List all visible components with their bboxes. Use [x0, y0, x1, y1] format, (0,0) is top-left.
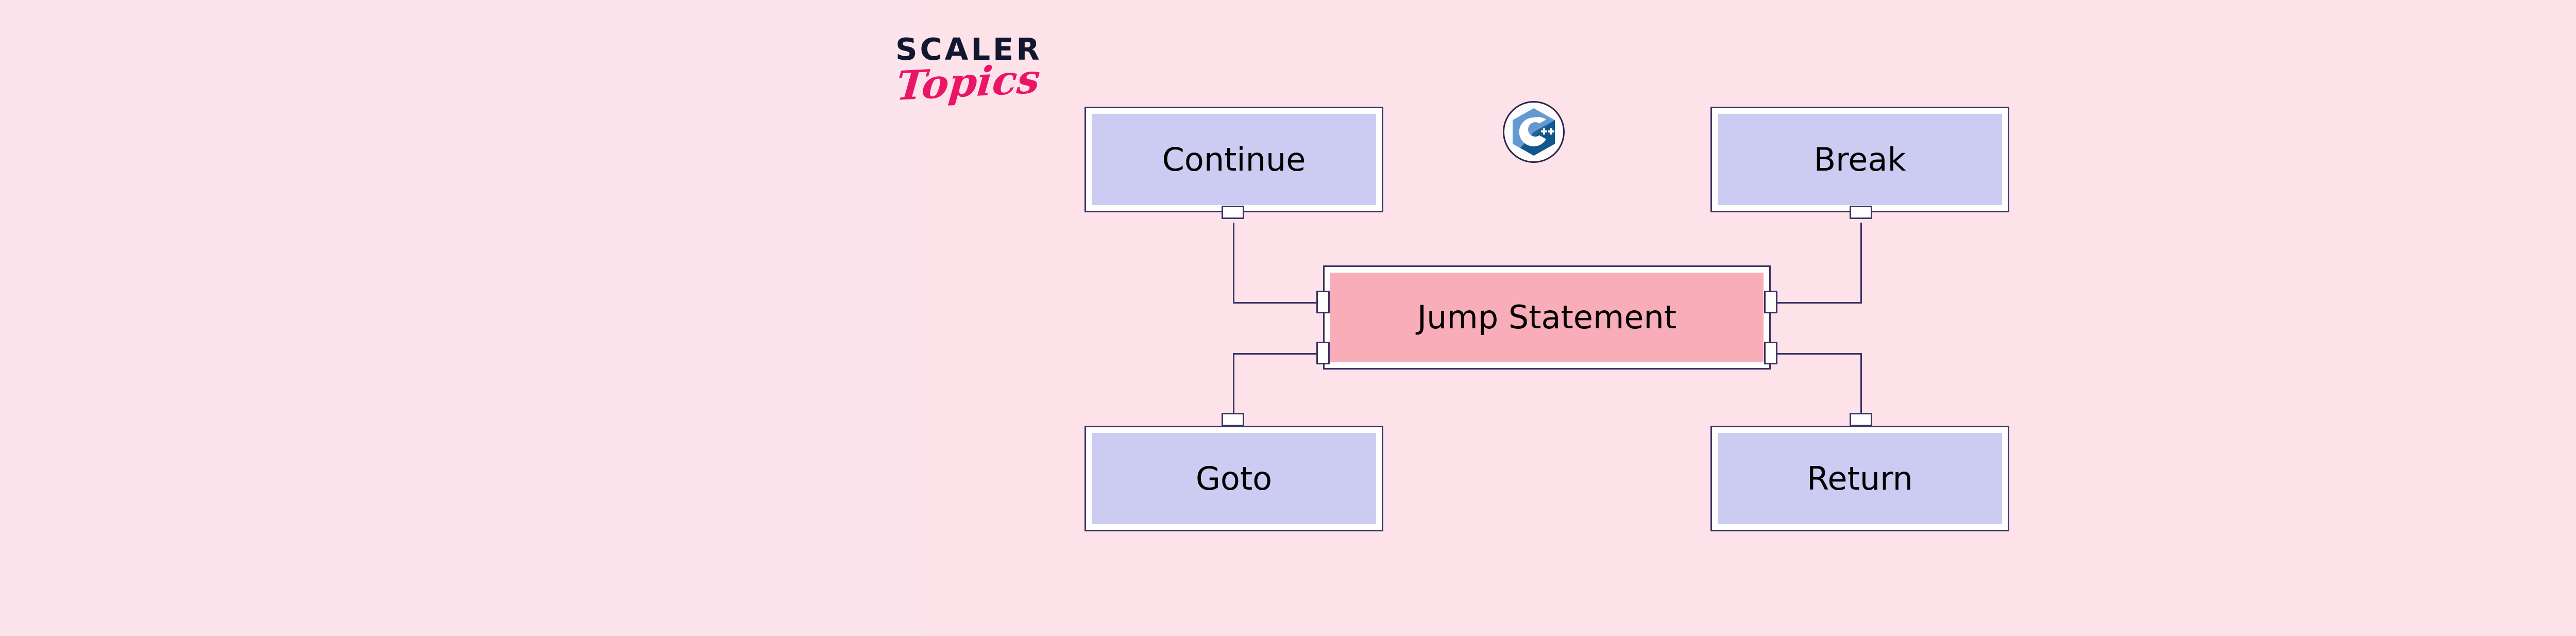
connector-line-goto-horizontal — [1233, 353, 1327, 355]
scaler-topics-logo: SCALER Topics — [894, 31, 1060, 122]
connector-line-return-vertical — [1860, 353, 1862, 425]
connector-line-break-vertical — [1860, 223, 1862, 304]
logo-wordmark-topics: Topics — [894, 55, 1042, 110]
node-jump-statement-label: Jump Statement — [1417, 298, 1677, 336]
port-continue-bottom[interactable] — [1222, 206, 1244, 219]
connector-line-goto-vertical — [1233, 353, 1234, 425]
port-jump-statement-right-upper[interactable] — [1764, 291, 1777, 313]
cpp-hexagon-icon — [1513, 108, 1555, 156]
port-jump-statement-right-lower[interactable] — [1764, 342, 1777, 364]
node-return[interactable]: Return — [1710, 426, 2009, 531]
node-jump-statement[interactable]: Jump Statement — [1323, 265, 1771, 370]
connector-line-continue-vertical — [1233, 223, 1234, 304]
cpp-logo-badge — [1503, 101, 1565, 163]
node-goto-fill: Goto — [1092, 433, 1376, 524]
port-return-top[interactable] — [1850, 413, 1872, 426]
node-goto[interactable]: Goto — [1084, 426, 1383, 531]
logo-wordmark-scaler: SCALER — [895, 31, 1042, 67]
port-break-bottom[interactable] — [1850, 206, 1872, 219]
node-goto-label: Goto — [1195, 459, 1273, 497]
node-continue-label: Continue — [1162, 140, 1306, 178]
connector-line-return-horizontal — [1767, 353, 1862, 355]
port-goto-top[interactable] — [1222, 413, 1244, 426]
node-continue-fill: Continue — [1092, 114, 1376, 205]
node-break-label: Break — [1814, 140, 1906, 178]
node-break[interactable]: Break — [1710, 107, 2009, 212]
node-jump-statement-fill: Jump Statement — [1330, 273, 1764, 362]
port-jump-statement-left-upper[interactable] — [1316, 291, 1330, 313]
connector-line-break-horizontal — [1767, 302, 1862, 304]
node-return-label: Return — [1807, 459, 1913, 497]
node-break-fill: Break — [1718, 114, 2002, 205]
node-return-fill: Return — [1718, 433, 2002, 524]
port-jump-statement-left-lower[interactable] — [1316, 342, 1330, 364]
node-continue[interactable]: Continue — [1084, 107, 1383, 212]
connector-line-continue-horizontal — [1233, 302, 1327, 304]
